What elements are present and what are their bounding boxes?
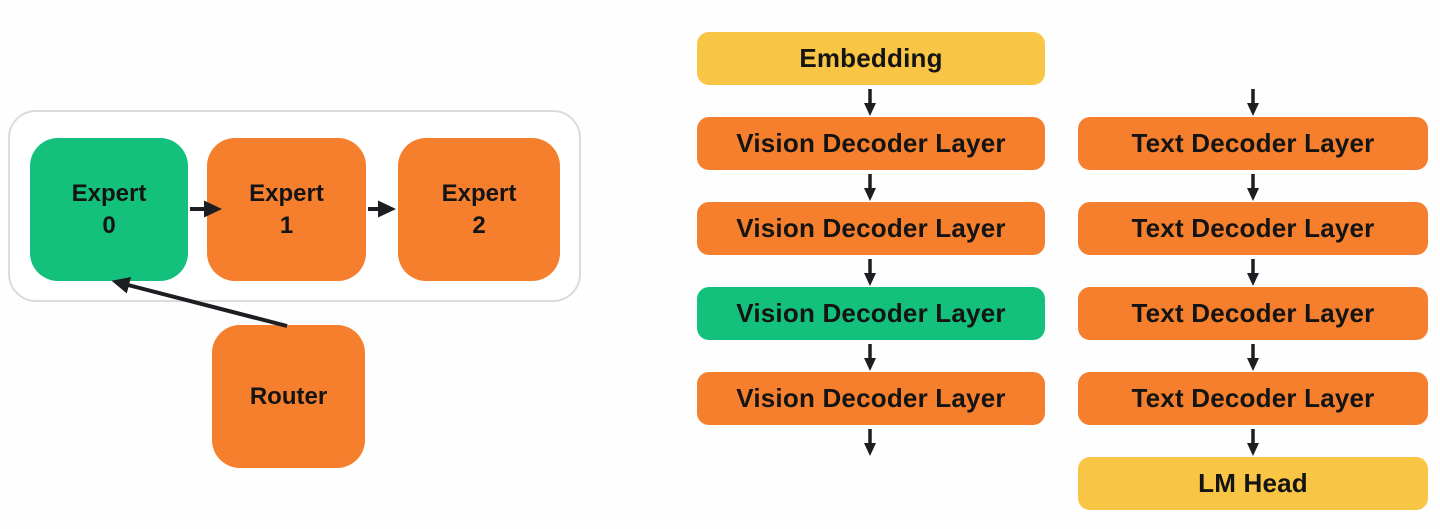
text-decoder-layer-4-node: Text Decoder Layer [1078,372,1428,425]
text-decoder-layer-3-node: Text Decoder Layer [1078,287,1428,340]
text-decoder-layer-1-node: Text Decoder Layer [1078,117,1428,170]
expert-2-node: Expert 2 [398,138,560,281]
expert-1-node: Expert 1 [207,138,366,281]
vision-decoder-layer-1-node: Vision Decoder Layer [697,117,1045,170]
router-node: Router [212,325,365,468]
embedding-node: Embedding [697,32,1045,85]
lm-head-node: LM Head [1078,457,1428,510]
vision-decoder-layer-4-node: Vision Decoder Layer [697,372,1045,425]
expert-0-node: Expert 0 [30,138,188,281]
vision-decoder-layer-2-node: Vision Decoder Layer [697,202,1045,255]
text-decoder-layer-2-node: Text Decoder Layer [1078,202,1428,255]
vision-decoder-layer-3-node: Vision Decoder Layer [697,287,1045,340]
